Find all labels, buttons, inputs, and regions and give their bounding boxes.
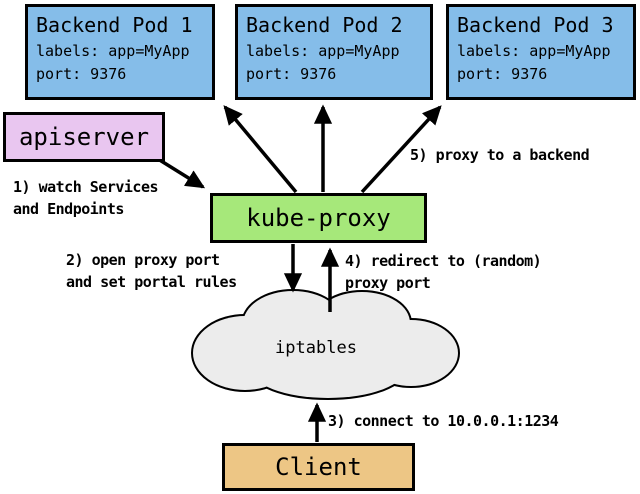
step2-line1: 2) open proxy port <box>66 251 220 269</box>
iptables-label: iptables <box>275 338 357 358</box>
step2-line2: and set portal rules <box>66 273 237 291</box>
arrow-apiserver-to-kubeproxy <box>157 157 206 189</box>
pod-1-labels: labels: app=MyApp <box>36 42 190 60</box>
step1-line1: 1) watch Services <box>13 178 159 196</box>
pod-1-port: port: 9376 <box>36 65 127 83</box>
pod-2-title: Backend Pod 2 <box>246 13 403 37</box>
backend-pod-3: Backend Pod 3 labels: app=MyApp port: 93… <box>446 4 636 100</box>
arrow-kubeproxy-to-pod3 <box>360 105 442 194</box>
kube-proxy-node: kube-proxy <box>210 193 427 243</box>
annotation-step4: 4) redirect to (random) proxy port <box>345 250 542 294</box>
apiserver-node: apiserver <box>3 112 165 162</box>
annotation-step1: 1) watch Services and Endpoints <box>13 176 159 220</box>
annotation-step3: 3) connect to 10.0.0.1:1234 <box>328 412 559 430</box>
pod-1-title: Backend Pod 1 <box>36 13 193 37</box>
pod-2-labels: labels: app=MyApp <box>246 42 400 60</box>
apiserver-label: apiserver <box>18 123 150 151</box>
backend-pod-2: Backend Pod 2 labels: app=MyApp port: 93… <box>235 4 433 100</box>
step4-line2: proxy port <box>345 274 431 292</box>
step1-line2: and Endpoints <box>13 200 124 218</box>
arrows-layer <box>157 104 442 442</box>
annotation-step2: 2) open proxy port and set portal rules <box>66 249 237 293</box>
kube-proxy-label: kube-proxy <box>246 204 391 232</box>
arrow-kubeproxy-to-pod1 <box>223 105 298 194</box>
pod-3-port: port: 9376 <box>457 65 548 83</box>
pod-3-title: Backend Pod 3 <box>457 13 614 37</box>
backend-pod-1: Backend Pod 1 labels: app=MyApp port: 93… <box>25 4 215 100</box>
client-node: Client <box>222 443 415 491</box>
pod-3-labels: labels: app=MyApp <box>457 42 611 60</box>
step4-line1: 4) redirect to (random) <box>345 252 542 270</box>
iptables-cloud <box>191 289 460 400</box>
annotation-step5: 5) proxy to a backend <box>410 146 590 164</box>
client-label: Client <box>275 453 362 481</box>
pod-2-port: port: 9376 <box>246 65 337 83</box>
